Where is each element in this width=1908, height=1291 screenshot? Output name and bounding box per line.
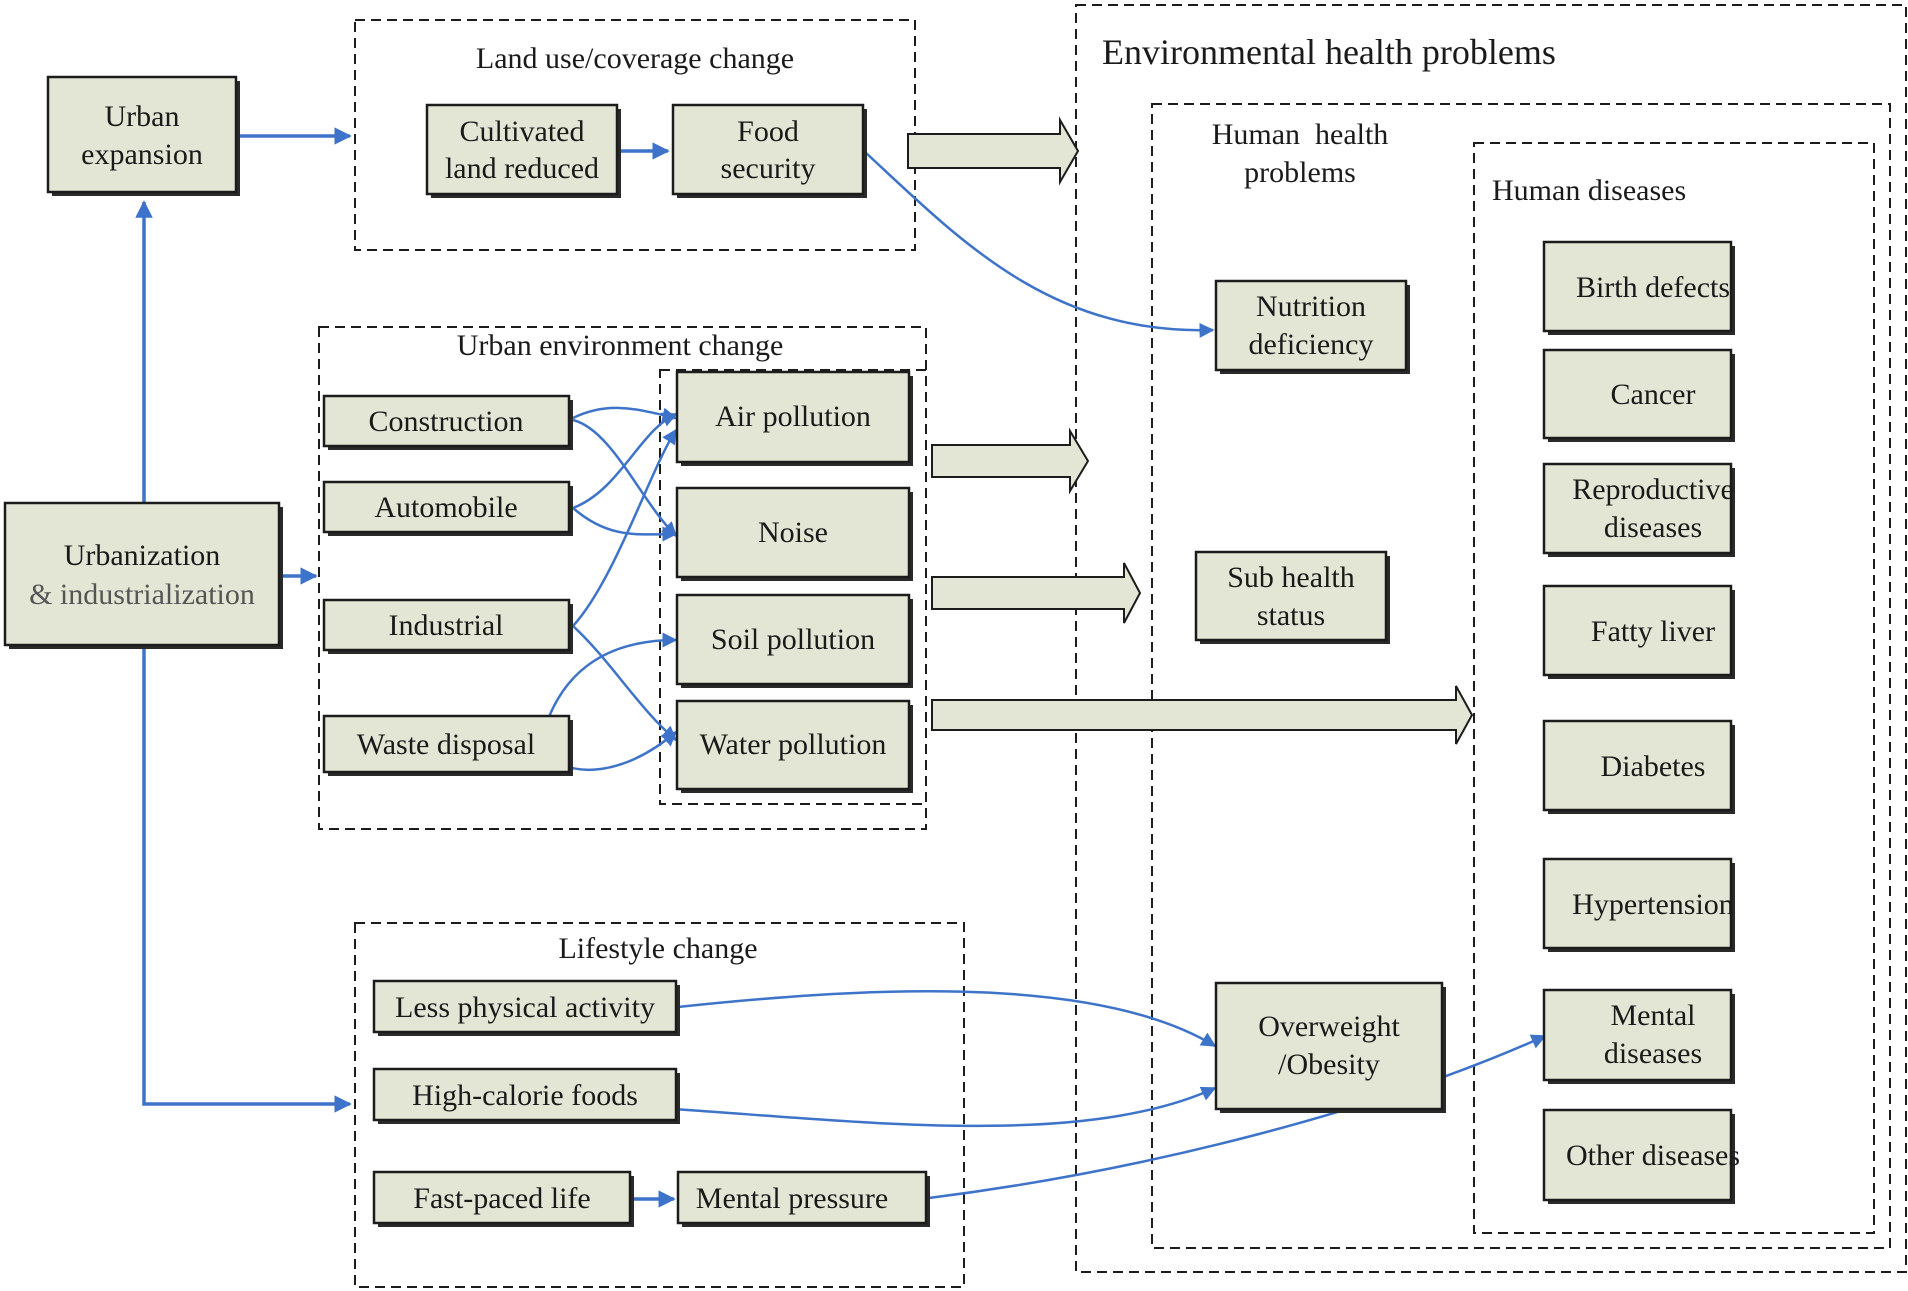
- node-soil-pollution: Soil pollution: [675, 593, 913, 688]
- node-overweight-obesity-line2: /Obesity: [1278, 1048, 1380, 1081]
- node-mental-diseases: Mental diseases: [1542, 988, 1735, 1084]
- curve-industrial-to-water: [572, 625, 678, 741]
- node-less-physical-activity: Less physical activity: [372, 979, 680, 1036]
- node-urban-expansion-line1: Urban: [105, 100, 180, 133]
- node-noise: Noise: [675, 486, 913, 581]
- node-fast-paced-life: Fast-paced life: [372, 1170, 634, 1227]
- node-waste-disposal-label: Waste disposal: [357, 728, 535, 761]
- group-human-health-problems: Human health problems: [1151, 103, 1891, 1249]
- node-urbanization-line2: & industrialization: [29, 578, 255, 611]
- node-construction-label: Construction: [369, 405, 524, 438]
- node-birth-defects: Birth defects: [1542, 240, 1735, 335]
- node-fatty-liver-label: Fatty liver: [1591, 615, 1715, 648]
- node-cultivated-land: Cultivated land reduced: [425, 103, 621, 198]
- node-urban-expansion: Urban expansion: [46, 75, 240, 196]
- node-water-pollution: Water pollution: [675, 699, 913, 793]
- curve-construction-to-noise: [572, 418, 678, 538]
- node-cancer: Cancer: [1542, 348, 1735, 442]
- node-food-security-line2: security: [721, 152, 816, 185]
- group-urban-environment: Urban environment change: [318, 326, 927, 830]
- group-human-health-title-line2: problems: [1244, 156, 1356, 189]
- node-reproductive-diseases-line2: diseases: [1604, 511, 1702, 544]
- node-air-pollution: Air pollution: [675, 370, 913, 466]
- connectors: [135, 127, 676, 1208]
- curve-pressure-to-mental: [928, 1034, 1547, 1200]
- node-cultivated-land-line1: Cultivated: [460, 115, 585, 148]
- node-sub-health-status-line1: Sub health: [1227, 561, 1355, 594]
- big-arrow-noise: [931, 562, 1142, 624]
- node-urban-expansion-line2: expansion: [81, 138, 203, 171]
- node-mental-diseases-line1: Mental: [1611, 999, 1696, 1032]
- curve-activity-to-overweight: [677, 990, 1217, 1048]
- node-construction: Construction: [322, 394, 573, 450]
- curve-automobile-to-air: [572, 412, 678, 510]
- node-hypertension: Hypertension: [1542, 857, 1735, 952]
- node-overweight-obesity-line1: Overweight: [1258, 1010, 1400, 1043]
- curve-calorie-to-overweight: [657, 1086, 1217, 1128]
- node-other-diseases-label: Other diseases: [1566, 1139, 1740, 1172]
- group-environmental-health-title: Environmental health problems: [1102, 32, 1556, 72]
- node-mental-diseases-line2: diseases: [1604, 1037, 1702, 1070]
- node-nutrition-deficiency: Nutrition deficiency: [1214, 279, 1410, 374]
- node-automobile-label: Automobile: [374, 491, 517, 524]
- node-air-pollution-label: Air pollution: [715, 400, 871, 433]
- node-water-pollution-label: Water pollution: [700, 728, 887, 761]
- node-diabetes-label: Diabetes: [1601, 750, 1706, 783]
- node-fatty-liver: Fatty liver: [1542, 584, 1735, 679]
- node-cancer-label: Cancer: [1611, 378, 1696, 411]
- group-human-health-title-line1: Human health: [1212, 118, 1389, 151]
- node-noise-label: Noise: [758, 516, 828, 549]
- node-reproductive-diseases: Reproductive diseases: [1542, 462, 1735, 557]
- group-human-diseases: Human diseases: [1473, 142, 1875, 1234]
- big-arrow-land-use: [907, 116, 1080, 186]
- node-food-security: Food security: [671, 103, 867, 198]
- node-nutrition-deficiency-line2: deficiency: [1249, 328, 1374, 361]
- node-hypertension-label: Hypertension: [1572, 888, 1734, 921]
- group-urban-environment-title: Urban environment change: [457, 329, 784, 362]
- node-birth-defects-label: Birth defects: [1576, 271, 1730, 304]
- node-high-calorie-foods-label: High-calorie foods: [412, 1079, 638, 1112]
- node-food-security-line1: Food: [737, 115, 799, 148]
- curve-industrial-to-air: [572, 428, 678, 627]
- node-industrial: Industrial: [322, 598, 573, 654]
- curve-food-to-nutrition: [864, 151, 1215, 338]
- node-mental-pressure: Mental pressure: [676, 1170, 930, 1227]
- node-diabetes: Diabetes: [1542, 719, 1735, 814]
- node-less-physical-activity-label: Less physical activity: [395, 991, 655, 1024]
- big-arrow-water: [931, 685, 1474, 745]
- group-lifestyle: Lifestyle change: [354, 922, 965, 1288]
- node-sub-health-status-line2: status: [1257, 599, 1325, 632]
- curve-automobile-to-noise: [572, 507, 678, 542]
- node-sub-health-status: Sub health status: [1194, 550, 1390, 644]
- node-automobile: Automobile: [322, 480, 573, 536]
- node-soil-pollution-label: Soil pollution: [711, 623, 875, 656]
- node-urbanization: Urbanization & industrialization: [3, 501, 283, 649]
- node-nutrition-deficiency-line1: Nutrition: [1256, 290, 1366, 323]
- node-mental-pressure-label: Mental pressure: [696, 1182, 888, 1215]
- group-lifestyle-title: Lifestyle change: [558, 932, 757, 965]
- big-arrow-air: [931, 427, 1090, 495]
- node-overweight-obesity: Overweight /Obesity: [1214, 981, 1446, 1113]
- group-human-diseases-title: Human diseases: [1492, 174, 1686, 207]
- node-reproductive-diseases-line1: Reproductive: [1572, 473, 1734, 506]
- node-other-diseases: Other diseases: [1542, 1108, 1740, 1204]
- node-urbanization-line1: Urbanization: [64, 539, 221, 572]
- group-environmental-health: Environmental health problems: [1075, 4, 1907, 1273]
- node-industrial-label: Industrial: [389, 609, 504, 642]
- arrow-urbanization-to-lifestyle: [142, 648, 352, 1113]
- node-waste-disposal: Waste disposal: [322, 714, 573, 776]
- node-high-calorie-foods: High-calorie foods: [372, 1067, 680, 1124]
- node-fast-paced-life-label: Fast-paced life: [413, 1182, 590, 1215]
- group-land-use-title: Land use/coverage change: [476, 42, 794, 75]
- node-cultivated-land-line2: land reduced: [445, 152, 599, 185]
